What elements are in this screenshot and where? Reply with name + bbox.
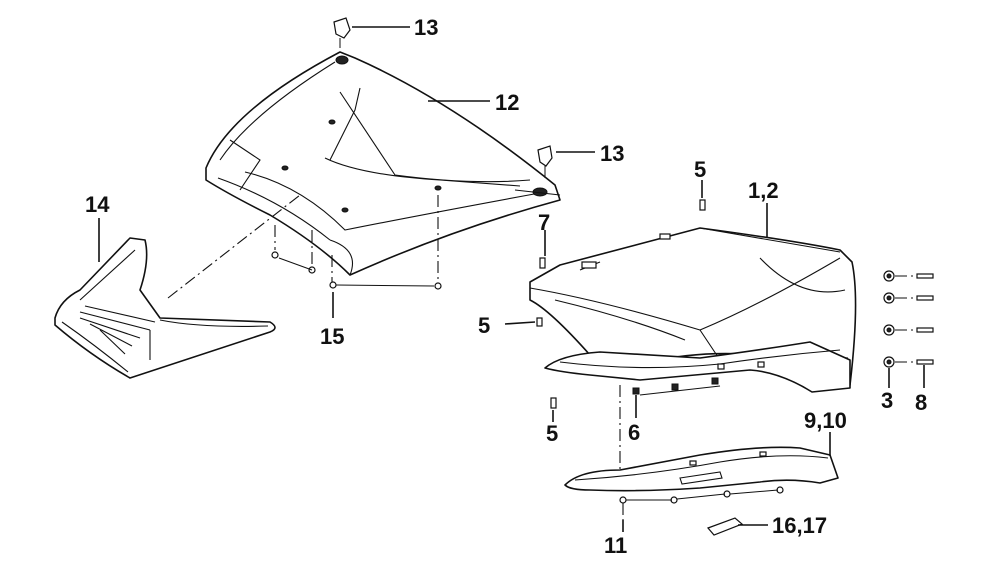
clips-6 (632, 377, 721, 396)
lower-side-panel (564, 446, 839, 492)
front-grille (54, 237, 276, 379)
callout-5-left: 5 (478, 313, 490, 338)
nuts-3 (883, 270, 895, 368)
callout-15: 15 (320, 324, 344, 349)
latch-right (537, 145, 553, 178)
screw-5-left (536, 317, 543, 327)
callout-3: 3 (881, 388, 893, 413)
callout-9-10: 9,10 (804, 408, 847, 433)
callout-5-top: 5 (694, 157, 706, 182)
callout-5-bottom: 5 (546, 421, 558, 446)
lower-front-trim (544, 341, 851, 393)
callout-11: 11 (604, 533, 627, 558)
hood-fasteners (271, 195, 442, 290)
reflector (706, 517, 744, 536)
latch-top (333, 17, 351, 48)
callout-16-17: 16,17 (772, 513, 827, 538)
screw-7 (539, 257, 546, 269)
leader-lines (98, 26, 925, 532)
clips-11 (619, 486, 784, 520)
callout-13-top: 13 (414, 15, 438, 40)
screw-5-bottom (550, 397, 557, 409)
callout-6: 6 (628, 420, 640, 445)
callout-14: 14 (85, 192, 110, 217)
screw-5-top (699, 199, 706, 211)
callout-7: 7 (538, 210, 550, 235)
alignment-line-14 (167, 194, 301, 299)
hood-panel (205, 51, 561, 276)
callout-13-right: 13 (600, 141, 624, 166)
callout-1-2: 1,2 (748, 178, 779, 203)
bolts-8 (895, 273, 934, 365)
callout-8: 8 (915, 390, 927, 415)
callout-12: 12 (495, 90, 519, 115)
